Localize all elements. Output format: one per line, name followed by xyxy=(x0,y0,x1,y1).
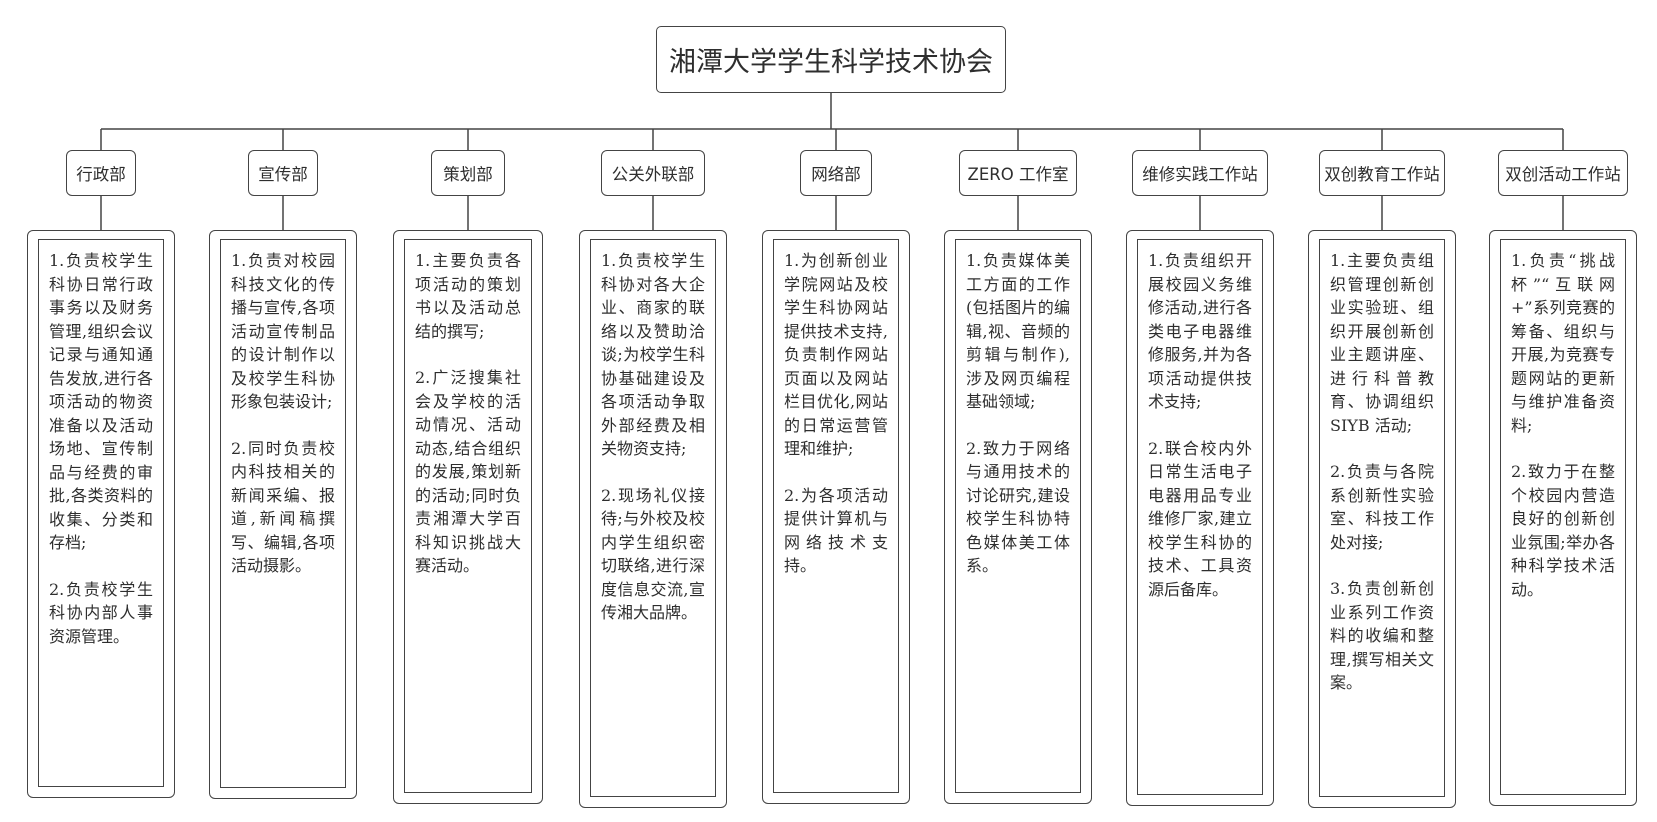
description-paragraph: 1.负责校学生科协日常行政事务以及财务管理,组织会议记录与通知通告发放,进行各项… xyxy=(49,251,153,552)
dept-description-text: 1.负责媒体美工方面的工作(包括图片的编辑,视、音频的剪辑与制作),涉及网页编程… xyxy=(955,239,1081,793)
description-paragraph: 1.为创新创业学院网站及校学生科协网站提供技术支持,负责制作网站页面以及网站栏目… xyxy=(784,251,888,458)
dept-description-text: 1.负责校学生科协日常行政事务以及财务管理,组织会议记录与通知通告发放,进行各项… xyxy=(38,239,164,787)
description-paragraph: 1.负责组织开展校园义务维修活动,进行各类电子电器维修服务,并为各项活动提供技术… xyxy=(1148,251,1252,411)
description-paragraph: 2.负责与各院系创新性实验室、科技工作处对接; xyxy=(1330,462,1434,552)
dept-box: 策划部 xyxy=(431,150,505,196)
dept-description-text: 1.负责校学生科协对各大企业、商家的联络以及赞助洽谈;为校学生科协基础建设及各项… xyxy=(590,239,716,797)
description-paragraph: 2.致力于网络与通用技术的讨论研究,建设校学生科协特色媒体美工体系。 xyxy=(966,438,1070,576)
dept-description-box: 1.负责对校园科技文化的传播与宣传,各项活动宣传制品的设计制作以及校学生科协形象… xyxy=(209,230,357,799)
dept-description-box: 1.负责校学生科协对各大企业、商家的联络以及赞助洽谈;为校学生科协基础建设及各项… xyxy=(579,230,727,808)
description-paragraph: 2.为各项活动提供计算机与网络技术支持。 xyxy=(784,485,888,576)
dept-description-box: 1.为创新创业学院网站及校学生科协网站提供技术支持,负责制作网站页面以及网站栏目… xyxy=(762,230,910,804)
dept-description-text: 1.负责“挑战杯”“互联网+”系列竞赛的筹备、组织与开展,为竞赛专题网站的更新与… xyxy=(1500,239,1626,795)
dept-box: ZERO 工作室 xyxy=(959,150,1077,196)
description-paragraph: 3.负责创新创业系列工作资料的收编和整理,撰写相关文案。 xyxy=(1330,579,1434,692)
dept-box: 网络部 xyxy=(800,150,872,196)
dept-box: 行政部 xyxy=(66,150,136,196)
dept-description-box: 1.主要负责组织管理创新创业实验班、组织开展创新创业主题讲座、进行科普教育、协调… xyxy=(1308,230,1456,808)
description-paragraph: 1.负责“挑战杯”“互联网+”系列竞赛的筹备、组织与开展,为竞赛专题网站的更新与… xyxy=(1511,251,1615,435)
description-paragraph: 2.广泛搜集社会及学校的活动情况、活动动态,结合组织的发展,策划新的活动;同时负… xyxy=(415,368,521,575)
org-title: 湘潭大学学生科学技术协会 xyxy=(656,26,1006,93)
dept-description-text: 1.主要负责各项活动的策划书以及活动总结的撰写; 2.广泛搜集社会及学校的活动情况… xyxy=(404,239,532,793)
description-paragraph: 1.负责媒体美工方面的工作(包括图片的编辑,视、音频的剪辑与制作),涉及网页编程… xyxy=(966,251,1070,411)
dept-box: 维修实践工作站 xyxy=(1132,150,1268,196)
description-paragraph: 2.致力于在整个校园内营造良好的创新创业氛围;举办各种科学技术活动。 xyxy=(1511,462,1615,599)
dept-description-text: 1.负责组织开展校园义务维修活动,进行各类电子电器维修服务,并为各项活动提供技术… xyxy=(1137,239,1263,795)
description-paragraph: 1.主要负责各项活动的策划书以及活动总结的撰写; xyxy=(415,251,521,341)
dept-description-box: 1.主要负责各项活动的策划书以及活动总结的撰写; 2.广泛搜集社会及学校的活动情况… xyxy=(393,230,543,804)
dept-box: 双创教育工作站 xyxy=(1319,150,1445,196)
description-paragraph: 1.负责对校园科技文化的传播与宣传,各项活动宣传制品的设计制作以及校学生科协形象… xyxy=(231,251,335,411)
description-paragraph: 2.现场礼仪接待;与外校及校内学生组织密切联络,进行深度信息交流,宣传湘大品牌。 xyxy=(601,485,705,623)
dept-description-text: 1.主要负责组织管理创新创业实验班、组织开展创新创业主题讲座、进行科普教育、协调… xyxy=(1319,239,1445,797)
dept-description-text: 1.为创新创业学院网站及校学生科协网站提供技术支持,负责制作网站页面以及网站栏目… xyxy=(773,239,899,793)
description-paragraph: 2.负责校学生科协内部人事资源管理。 xyxy=(49,579,153,646)
dept-description-box: 1.负责组织开展校园义务维修活动,进行各类电子电器维修服务,并为各项活动提供技术… xyxy=(1126,230,1274,806)
description-paragraph: 2.同时负责校内科技相关的新闻采编、报道,新闻稿撰写、编辑,各项活动摄影。 xyxy=(231,438,335,576)
dept-description-box: 1.负责“挑战杯”“互联网+”系列竞赛的筹备、组织与开展,为竞赛专题网站的更新与… xyxy=(1489,230,1637,806)
dept-box: 宣传部 xyxy=(248,150,318,196)
description-paragraph: 1.主要负责组织管理创新创业实验班、组织开展创新创业主题讲座、进行科普教育、协调… xyxy=(1330,251,1434,435)
dept-description-box: 1.负责媒体美工方面的工作(包括图片的编辑,视、音频的剪辑与制作),涉及网页编程… xyxy=(944,230,1092,804)
dept-box: 双创活动工作站 xyxy=(1498,150,1628,196)
dept-description-text: 1.负责对校园科技文化的传播与宣传,各项活动宣传制品的设计制作以及校学生科协形象… xyxy=(220,239,346,788)
dept-description-box: 1.负责校学生科协日常行政事务以及财务管理,组织会议记录与通知通告发放,进行各项… xyxy=(27,230,175,798)
description-paragraph: 1.负责校学生科协对各大企业、商家的联络以及赞助洽谈;为校学生科协基础建设及各项… xyxy=(601,251,705,458)
description-paragraph: 2.联合校内外日常生活电子电器用品专业维修厂家,建立校学生科协的技术、工具资源后… xyxy=(1148,438,1252,599)
dept-box: 公关外联部 xyxy=(601,150,705,196)
